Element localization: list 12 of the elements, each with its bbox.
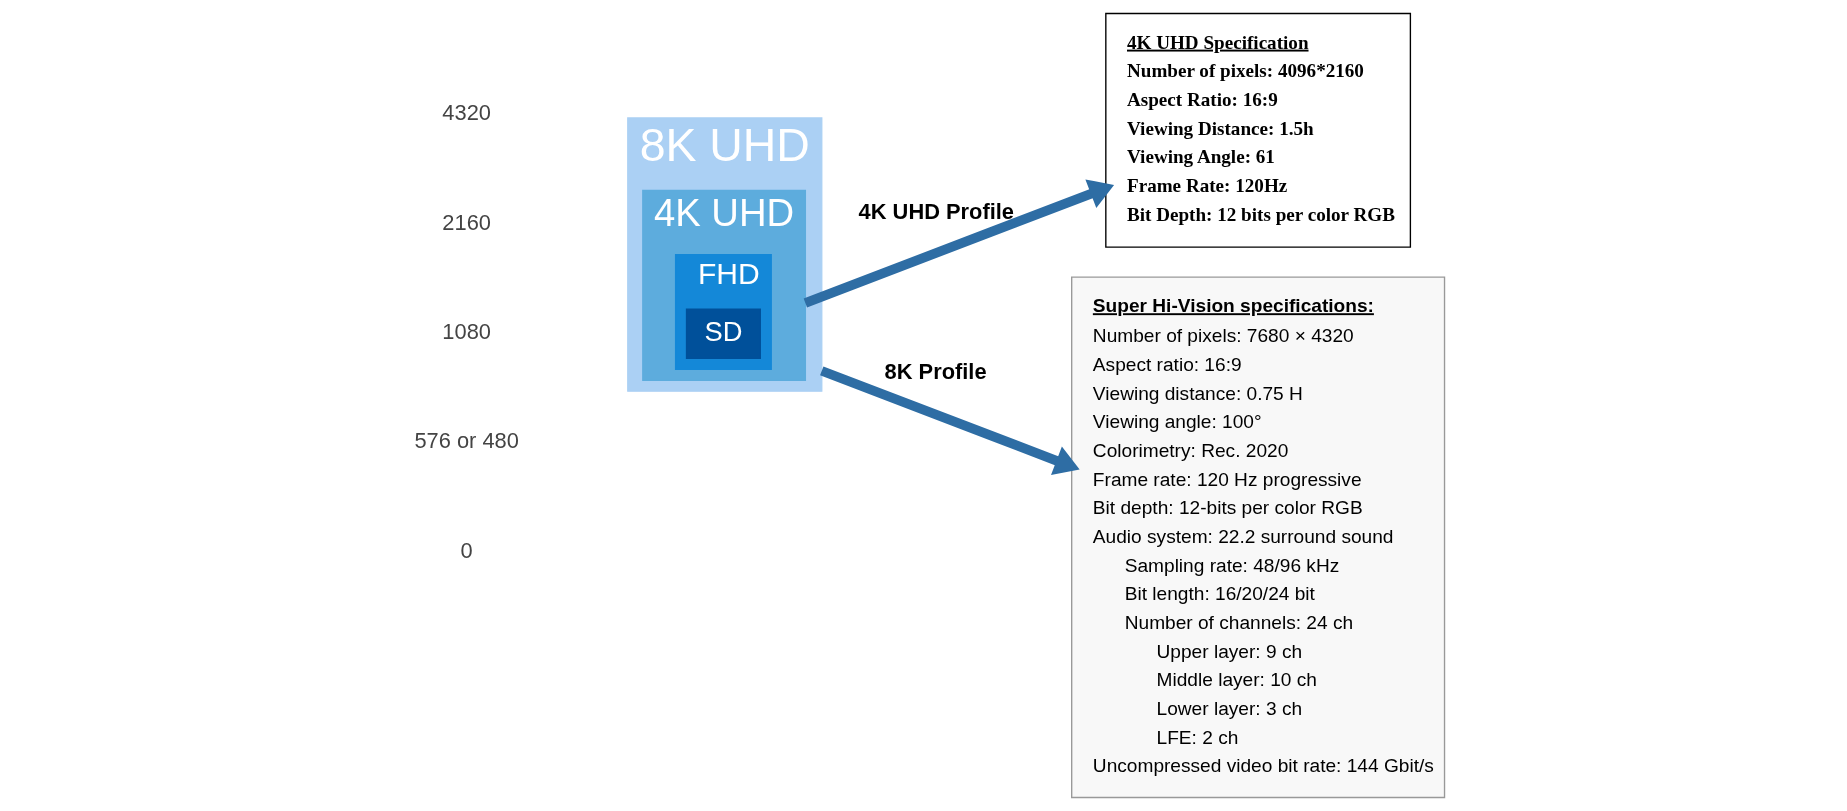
arrow xyxy=(820,366,1080,475)
label: 576 or 480 xyxy=(414,428,519,454)
label: 2160 xyxy=(442,209,491,235)
label: 0 xyxy=(460,537,473,563)
arrow xyxy=(803,179,1115,308)
node-box: 4K UHD Specification Number of pixels: 4096*2160 Aspect Ratio: 16:9 Viewing Distance: 1.5h Viewing Angle: 61 Frame Rate: 120Hz Bit Depth: 12 bits per color RGB xyxy=(1105,12,1412,248)
edge-label: 8K Profile xyxy=(884,358,987,384)
node-box: SD xyxy=(685,308,761,360)
edge-label: 4K UHD Profile xyxy=(858,198,1014,224)
label: 4320 xyxy=(442,100,491,126)
label: 1080 xyxy=(442,318,491,344)
node-box: Super Hi-Vision specifications: Number of pixels: 7680 × 4320 Aspect ratio: 16:9 Viewing distance: 0.75 H Viewing angle: 100° Colorimetry: Rec. 2020 Frame rate: 120 Hz progressive Bit depth: 12-bits per color RGB Audio system: 22.2 surround sound Sampling rate: 48/96 kHz Bit length: 16/20/24 bit Number of channels: 24 ch Upper layer: 9 ch Middle layer: 10 ch Lower layer: 3 ch LFE: 2 ch Uncompressed video bit rate: 144 Gbit/s xyxy=(1071,276,1446,799)
